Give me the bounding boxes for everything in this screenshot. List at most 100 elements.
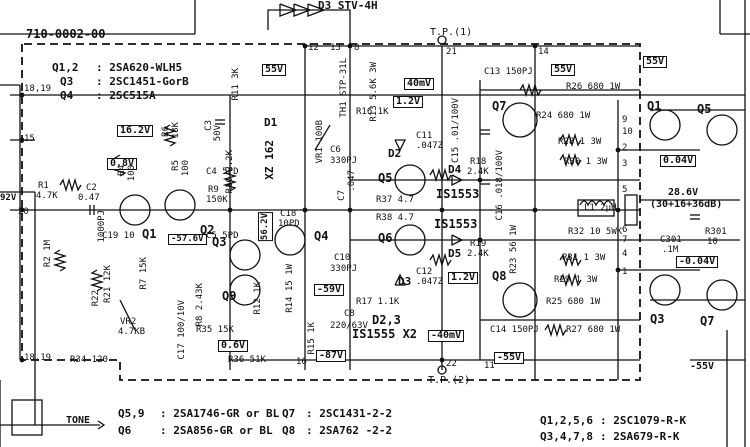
- transistor-label: Q8: [492, 269, 507, 283]
- resistor-label: R301: [705, 227, 727, 237]
- capacitor-value: 330PJ: [330, 156, 358, 166]
- resistor-label: R14 15 1W: [285, 264, 295, 313]
- diode-part: IS1553: [436, 187, 480, 201]
- capacitor-label: C2: [86, 183, 97, 193]
- key-part: : 2SA762 -2-2: [306, 424, 393, 437]
- zener-label: XZ 162: [263, 140, 276, 180]
- node-number: 4: [622, 249, 628, 259]
- capacitor-label: C12: [416, 267, 433, 277]
- resistor-value: 100: [127, 165, 137, 182]
- capacitor-label: C19 10: [102, 231, 135, 241]
- key-part: : 2SC1431-2-2: [306, 407, 393, 420]
- resistor-label: R32 10 5WK: [568, 227, 623, 237]
- voltage-box: -40mV: [428, 330, 465, 342]
- node-number: 16: [296, 357, 307, 367]
- resistor-value: 2.4K: [467, 167, 489, 177]
- voltage-box: 1.2V: [393, 96, 424, 108]
- board-number: 710-0002-00: [26, 27, 106, 41]
- resistor-label: R5: [171, 160, 181, 171]
- transistor-label: Q9: [222, 289, 237, 303]
- node-number: 9: [622, 115, 628, 125]
- transistor-label: Q2: [200, 223, 215, 237]
- voltage-box: -59V: [314, 284, 345, 296]
- d3-label: D3 STV-4H: [318, 0, 378, 12]
- node-number: 6: [622, 225, 628, 235]
- resistor-label: R2 1M: [43, 240, 53, 268]
- node-number: 22: [446, 359, 457, 369]
- resistor-label: R13 5.6K 3W: [369, 62, 379, 122]
- capacitor-value: .1M: [662, 245, 679, 255]
- transistor-label: Q6: [378, 231, 393, 245]
- transistor-label: Q1: [647, 99, 662, 113]
- capacitor-label: C14 150PJ: [490, 325, 539, 335]
- voltage-box: -57.6V: [168, 234, 207, 245]
- resistor-label: R26 680 1W: [566, 82, 621, 92]
- node-number: 1: [622, 267, 628, 277]
- resistor-label: R22: [91, 290, 101, 307]
- capacitor-label: C11: [416, 131, 433, 141]
- capacitor-label: C8: [344, 309, 355, 319]
- capacitor-value: .047Z: [416, 141, 444, 151]
- node-number: 11: [484, 361, 495, 371]
- node-number: 13: [330, 43, 341, 53]
- diode-label: D5: [448, 247, 462, 260]
- key-refs: Q7: [282, 407, 296, 420]
- resistor-label: R30 1 3W: [564, 157, 608, 167]
- resistor-label: R1: [38, 181, 49, 191]
- transistor-label: Q7: [700, 314, 715, 328]
- resistor-label: R27 680 1W: [566, 325, 621, 335]
- th1-label: TH1 STP-31L: [339, 58, 349, 118]
- test-point-2: T.P.(2): [428, 375, 471, 386]
- node-number: 12: [308, 43, 319, 53]
- capacitor-label: C5 5PD: [206, 231, 239, 241]
- capacitor-value: .047Z: [416, 277, 444, 287]
- resistor-label: R17 1.1K: [356, 297, 400, 307]
- resistor-label: R34 120: [70, 355, 108, 365]
- resistor-label: R21 12K: [103, 265, 113, 303]
- capacitor-label: 1000PJ: [97, 210, 107, 243]
- transistor-label: Q5: [378, 171, 393, 185]
- db-note: (30+16+36dB): [650, 199, 723, 210]
- transistor-label: Q3: [212, 235, 227, 249]
- diode-part: IS1553: [434, 217, 478, 231]
- voltage-box: -55V: [494, 352, 525, 364]
- key-part: : 2SA620-WLH5: [96, 61, 183, 74]
- transistor-label: Q3: [650, 312, 665, 326]
- capacitor-label: C18: [280, 209, 297, 219]
- capacitor-label: C13 150PJ: [484, 67, 533, 77]
- key-part: : 2SC1079-R-K: [600, 414, 687, 427]
- diode-label: D3: [398, 275, 412, 288]
- capacitor-label: C16 .018/100V: [495, 150, 505, 221]
- key-part: : 2SA1746-GR or BL: [160, 407, 280, 420]
- capacitor-label: C15 .01/100V: [451, 98, 461, 164]
- resistor-label: R8 2.43K: [195, 283, 205, 327]
- voltage-box: 55V: [262, 64, 287, 76]
- diode-label: D1: [264, 116, 278, 129]
- capacitor-label: C10: [334, 253, 351, 263]
- key-part: : 2SA679-R-K: [600, 430, 680, 443]
- resistor-value: 4.7K: [36, 191, 58, 201]
- node-number: 7: [622, 235, 628, 245]
- voltage-box: 0.04V: [660, 155, 697, 167]
- node-number: 2: [622, 143, 628, 153]
- resistor-label: R36 51K: [228, 355, 266, 365]
- vr2-label: VR2: [120, 317, 137, 327]
- key-part: : 2SC515A: [96, 89, 156, 102]
- voltage-box: 16.2V: [117, 125, 154, 137]
- capacitor-label: C4 5PD: [206, 167, 239, 177]
- capacitor-value: 220/63V: [330, 321, 368, 331]
- resistor-label: R37 4.7: [376, 195, 414, 205]
- capacitor-value: 50V: [213, 125, 223, 142]
- capacitor-value: .047: [347, 170, 357, 192]
- resistor-label: R31 1 3W: [562, 253, 606, 263]
- voltage-box: -87V: [316, 350, 347, 362]
- capacitor-value: 0.47: [78, 193, 100, 203]
- resistor-value: 2.4K: [467, 249, 489, 259]
- key-refs: Q4: [60, 89, 74, 102]
- resistor-label: R16 1K: [356, 107, 389, 117]
- test-point-1: T.P.(1): [430, 27, 473, 38]
- key-part: : 2SC1451-GorB: [96, 75, 189, 88]
- node-number: 8: [354, 43, 360, 53]
- resistor-label: R24 680 1W: [536, 111, 591, 121]
